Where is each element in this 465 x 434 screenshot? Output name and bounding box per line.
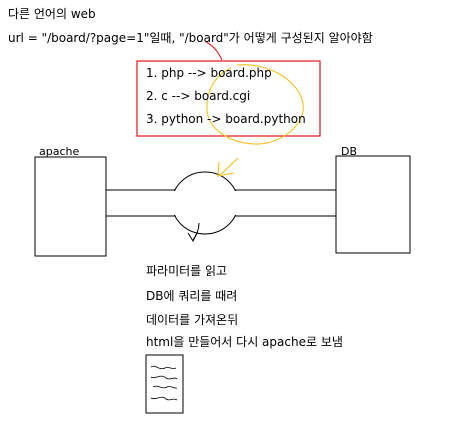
mapping-item-c: 2. c --> board.cgi (146, 89, 251, 103)
db-box (335, 155, 411, 254)
scribble-1 (150, 365, 177, 370)
mapping-item-php: 1. php --> board.php (146, 66, 272, 80)
notes-arrow-head (187, 232, 198, 243)
scribble-4 (150, 396, 178, 401)
scribble-3 (152, 385, 178, 389)
note-line-3: 데이터를 가져온뒤 (146, 313, 239, 327)
title-text: 다른 언어의 web (8, 7, 96, 21)
note-line-2: DB에 쿼리를 때려 (146, 289, 238, 303)
highlight-circle (206, 64, 304, 145)
note-line-1: 파라미터를 읽고 (146, 264, 228, 278)
db-label: DB (341, 145, 358, 158)
note-line-4: html을 만들어서 다시 apache로 보냄 (146, 335, 343, 349)
apache-label: apache (39, 145, 80, 158)
scribble-2 (150, 375, 178, 380)
mapping-box (136, 60, 321, 137)
url-description-text: url = "/board/?page=1"일때, "/board"가 어떻게 … (8, 31, 373, 45)
apache-box (34, 156, 107, 257)
mapping-item-python: 3. python -> board.python (146, 112, 306, 126)
highlight-arrow-head (217, 161, 235, 177)
html-page-icon (145, 354, 184, 414)
pointer-stroke (205, 41, 223, 61)
highlight-arrow-shaft (218, 157, 239, 177)
bulge-mask (170, 191, 240, 215)
